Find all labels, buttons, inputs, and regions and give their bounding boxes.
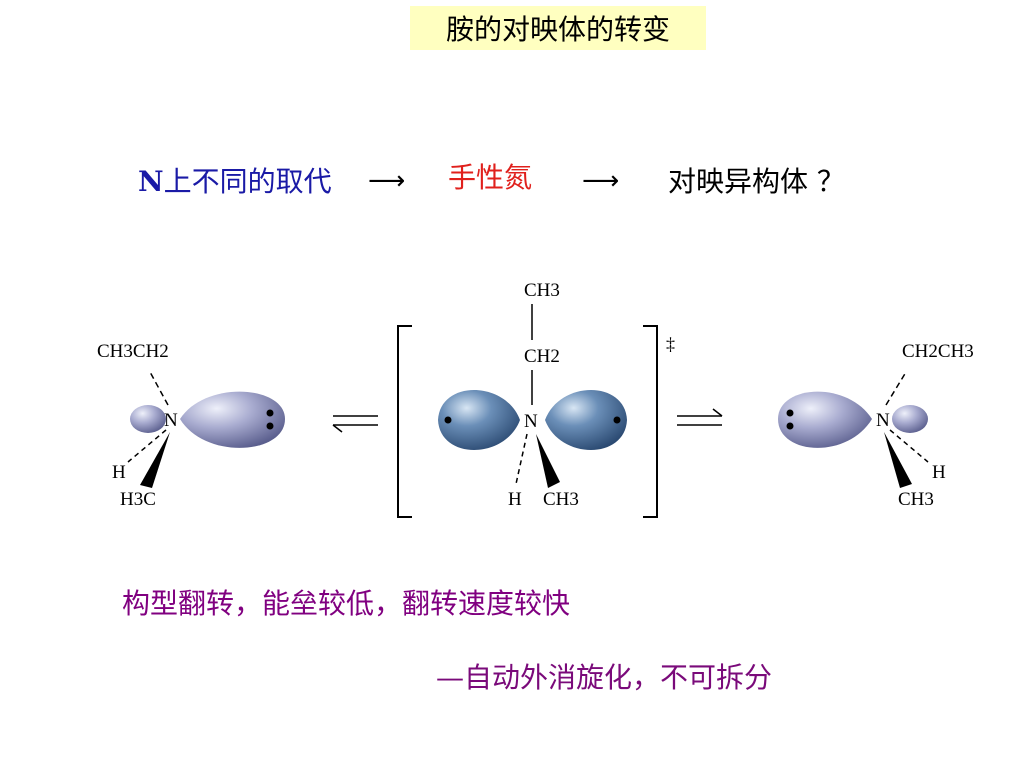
methyl-label: CH3 bbox=[898, 489, 934, 510]
lone-pair-dot bbox=[786, 422, 794, 430]
nitrogen-label: N bbox=[164, 410, 178, 431]
small-lobe-left bbox=[130, 405, 166, 433]
lone-pair-lobe-left bbox=[180, 391, 285, 448]
chiral-nitrogen-label: 手性氮 bbox=[448, 161, 533, 194]
lone-pair-dot bbox=[266, 422, 274, 430]
left-amine: CH3CH2 N H H3C bbox=[97, 341, 285, 510]
wedge-bond bbox=[536, 434, 560, 488]
substituent-text: N上不同的取代 bbox=[138, 160, 332, 200]
hydrogen-label: H bbox=[508, 489, 522, 510]
p-lobe-left bbox=[438, 390, 520, 450]
equilibrium-arrows-right bbox=[677, 408, 723, 426]
enantiomer-question: 对映异构体 ？ bbox=[668, 165, 845, 198]
ethyl-bond bbox=[149, 371, 169, 406]
hydrogen-label: H bbox=[112, 462, 126, 483]
small-lobe-right bbox=[892, 405, 928, 433]
ethyl-bond bbox=[885, 371, 907, 406]
substituent-label: 上不同的取代 bbox=[163, 165, 332, 198]
page-title: 胺的对映体的转变 bbox=[410, 6, 706, 50]
nitrogen-label: N bbox=[876, 410, 890, 431]
wedge-bond bbox=[140, 432, 170, 488]
hydrogen-label: H bbox=[932, 462, 946, 483]
n-prefix: N bbox=[138, 165, 164, 198]
methyl-top-label: CH3 bbox=[524, 280, 560, 301]
right-amine: CH2CH3 N H CH3 bbox=[778, 341, 974, 510]
lone-pair-lobe-right bbox=[778, 391, 872, 448]
left-bracket bbox=[397, 325, 412, 518]
methylene-label: CH2 bbox=[524, 346, 560, 367]
equilibrium-arrows-left bbox=[332, 415, 378, 433]
wedge-bond bbox=[884, 432, 912, 488]
arrow-right-icon-2: ⟶ bbox=[582, 166, 620, 196]
methyl-label: H3C bbox=[120, 489, 156, 510]
ethyl-label: CH2CH3 bbox=[902, 341, 974, 362]
methyl-bottom-label: CH3 bbox=[543, 489, 579, 510]
inversion-note: 构型翻转，能垒较低，翻转速度较快 bbox=[122, 587, 571, 620]
lone-pair-dot bbox=[266, 409, 274, 417]
ethyl-label: CH3CH2 bbox=[97, 341, 169, 362]
middle-transition-state: CH3 CH2 N H CH3 bbox=[438, 280, 627, 510]
electron-dot bbox=[444, 416, 452, 424]
racemization-note: —自动外消旋化，不可拆分 bbox=[436, 661, 773, 694]
h-bond bbox=[515, 433, 528, 485]
transition-state-mark: ‡ bbox=[666, 334, 675, 354]
p-lobe-right bbox=[545, 390, 627, 450]
arrow-right-icon: ⟶ bbox=[368, 166, 406, 196]
electron-dot bbox=[613, 416, 621, 424]
nitrogen-label: N bbox=[524, 411, 538, 432]
lone-pair-dot bbox=[786, 409, 794, 417]
right-bracket bbox=[643, 325, 658, 518]
